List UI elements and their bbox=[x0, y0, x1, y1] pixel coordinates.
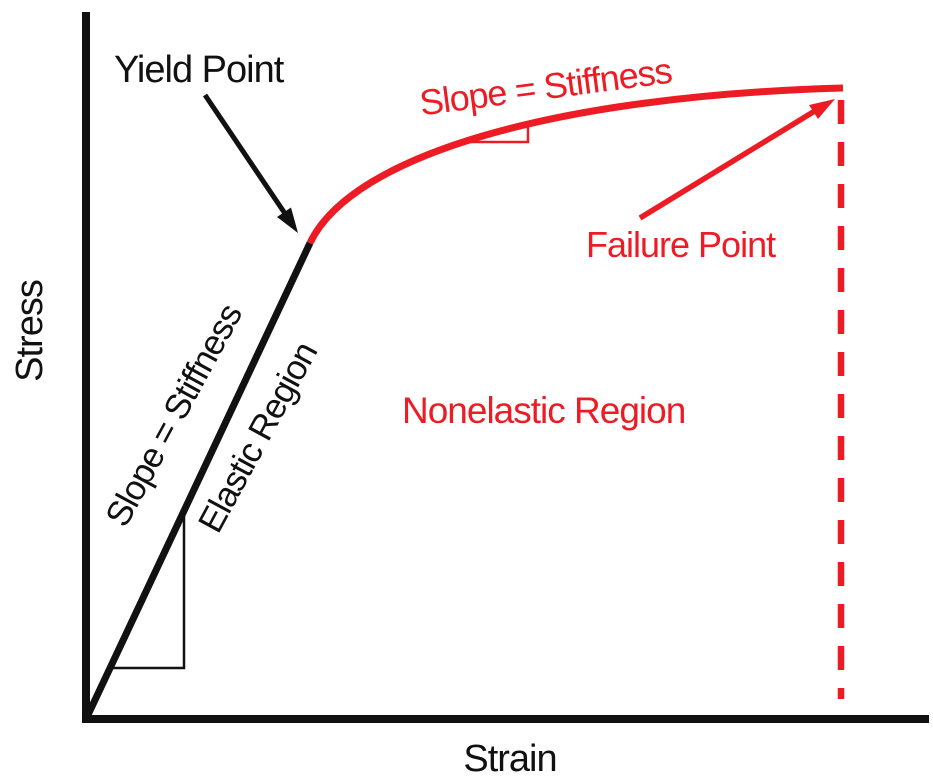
elastic-slope-triangle bbox=[110, 511, 186, 670]
yield-arrowhead-icon bbox=[277, 207, 298, 233]
nonelastic-slope-label: Slope = Stiffness bbox=[417, 50, 674, 124]
elastic-line bbox=[83, 241, 314, 719]
nonelastic-region-label: Nonelastic Region bbox=[402, 390, 685, 431]
yield-point-label: Yield Point bbox=[114, 49, 285, 91]
yield-arrow-shaft bbox=[202, 93, 291, 220]
nonelastic-slope-triangle bbox=[471, 127, 530, 144]
failure-arrow-shaft bbox=[638, 106, 820, 221]
nonelastic-curve bbox=[306, 84, 844, 245]
y-axis-label: Stress bbox=[9, 280, 51, 382]
yield-point-arrow bbox=[202, 93, 298, 233]
x-axis-label: Strain bbox=[463, 738, 556, 780]
xy-axes bbox=[82, 12, 929, 723]
failure-point-arrow bbox=[638, 99, 835, 221]
failure-point-label: Failure Point bbox=[586, 224, 776, 265]
failure-arrowhead-icon bbox=[809, 99, 835, 119]
